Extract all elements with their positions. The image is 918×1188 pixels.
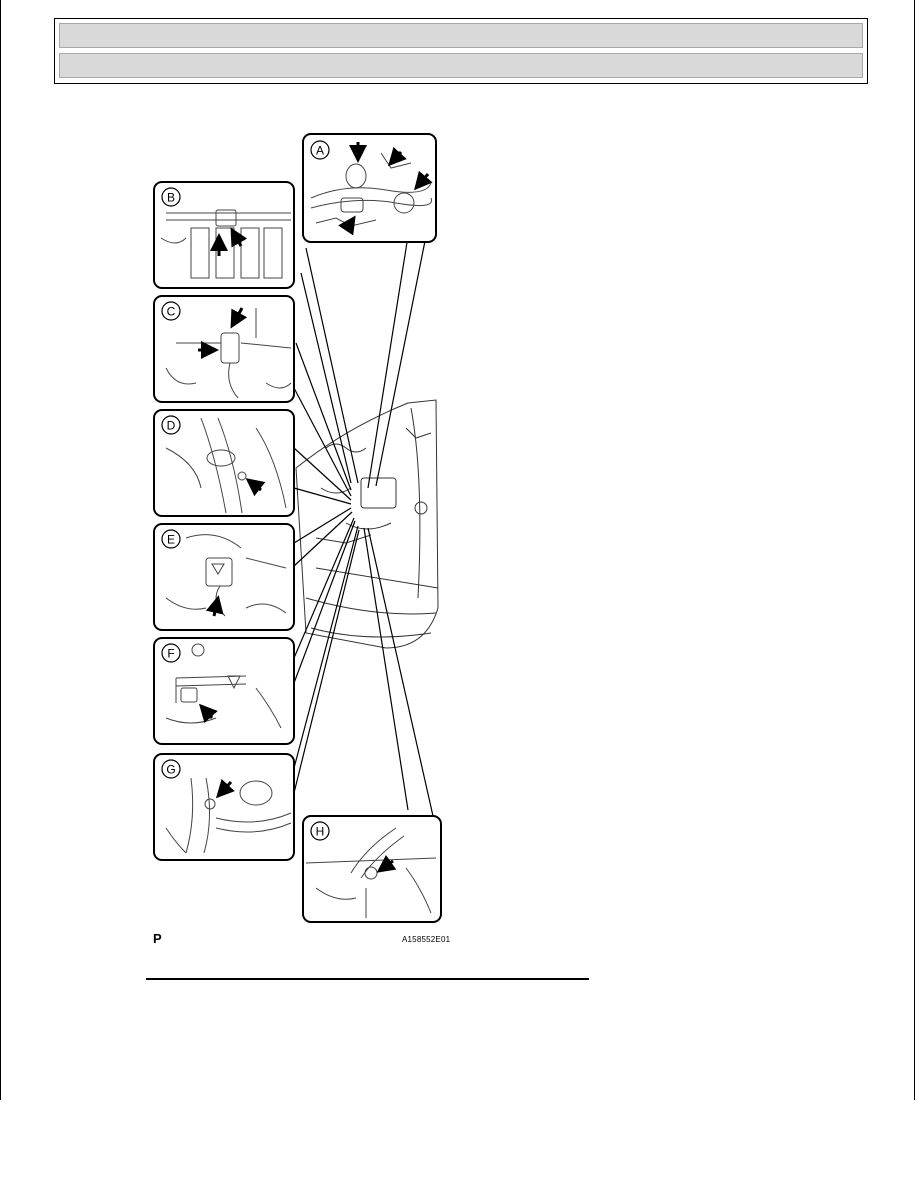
harness-diagram-figure: A B [146, 128, 446, 950]
panel-f-label: F [167, 647, 174, 661]
page-right-border [914, 0, 915, 1100]
horizontal-rule [146, 978, 589, 980]
panel-g-label: G [166, 763, 175, 777]
panel-d-label: D [167, 419, 176, 433]
detail-panel-b: B [153, 181, 295, 289]
detail-panel-h: H [302, 815, 442, 923]
panel-a-label: A [316, 144, 324, 158]
page-left-border [0, 0, 1, 1100]
panel-h-label: H [316, 825, 325, 839]
header-title-bar [59, 23, 863, 48]
document-header [54, 18, 868, 84]
panel-c-label: C [167, 305, 176, 319]
detail-panel-f: F [153, 637, 295, 745]
detail-panel-d: D [153, 409, 295, 517]
detail-panel-a: A [302, 133, 437, 243]
figure-reference-code: A158552E01 [402, 935, 451, 944]
figure-corner-label: P [153, 931, 162, 946]
vehicle-front-sketch [295, 399, 439, 649]
panel-b-label: B [167, 191, 175, 205]
panel-e-label: E [167, 533, 175, 547]
detail-panel-g: G [153, 753, 295, 861]
detail-panel-e: E [153, 523, 295, 631]
harness-diagram-svg: A B [153, 133, 442, 923]
leader-lines [293, 235, 434, 817]
header-subtitle-bar [59, 53, 863, 78]
detail-panel-c: C [153, 295, 295, 403]
